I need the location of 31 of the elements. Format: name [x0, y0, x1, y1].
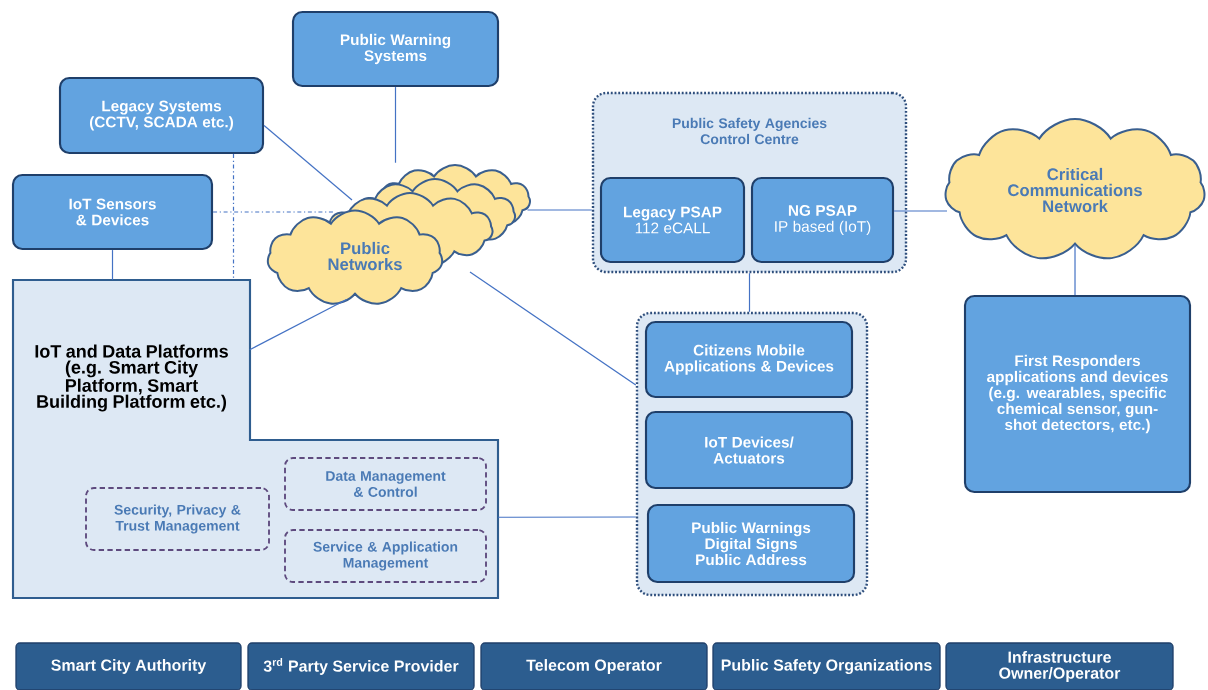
role-box: Public Safety Organizations — [712, 642, 941, 690]
process-box: Public Warning Systems — [291, 10, 500, 88]
process-box: IoT Devices/ Actuators — [644, 410, 854, 490]
connector-line — [263, 124, 353, 201]
network-cloud: Public Networks — [266, 164, 531, 305]
network-cloud: Critical Communications Network — [944, 118, 1206, 260]
process-box: Citizens Mobile Applications & Devices — [644, 320, 854, 399]
process-box: NG PSAP IP based (IoT) — [750, 176, 895, 264]
process-box: IoT Sensors & Devices — [11, 173, 214, 251]
connector-line — [394, 86, 397, 164]
connector-line — [893, 210, 948, 212]
process-box: Public Warnings Digital Signs Public Address — [646, 503, 856, 584]
connector-line — [1074, 244, 1076, 296]
process-box: Legacy Systems (CCTV, SCADA etc.) — [58, 76, 265, 155]
connector-line — [111, 249, 114, 281]
connector-line — [497, 516, 637, 518]
process-box: First Responders applications and devices (e.g. wearables, specific chemical sensor, gun-shot detectors, etc.) — [963, 294, 1192, 494]
dashed-box: Data Management & Control — [284, 457, 487, 511]
connector-line — [249, 298, 348, 351]
role-box: Smart City Authority — [15, 642, 242, 690]
connector-line — [748, 272, 751, 313]
connector-line — [526, 209, 593, 211]
connector-line — [469, 271, 637, 386]
connector-line — [232, 153, 235, 281]
connector-line — [212, 211, 336, 213]
role-box: Telecom Operator — [480, 642, 708, 690]
role-box: Infrastructure Owner/Operator — [945, 642, 1174, 690]
role-box: 3$^{rd}$ Party Service Provider — [247, 642, 475, 690]
dashed-box: Service & Application Management — [284, 529, 487, 583]
dashed-box: Security, Privacy & Trust Management — [85, 487, 270, 551]
process-box: Legacy PSAP 112 eCALL — [599, 176, 746, 264]
